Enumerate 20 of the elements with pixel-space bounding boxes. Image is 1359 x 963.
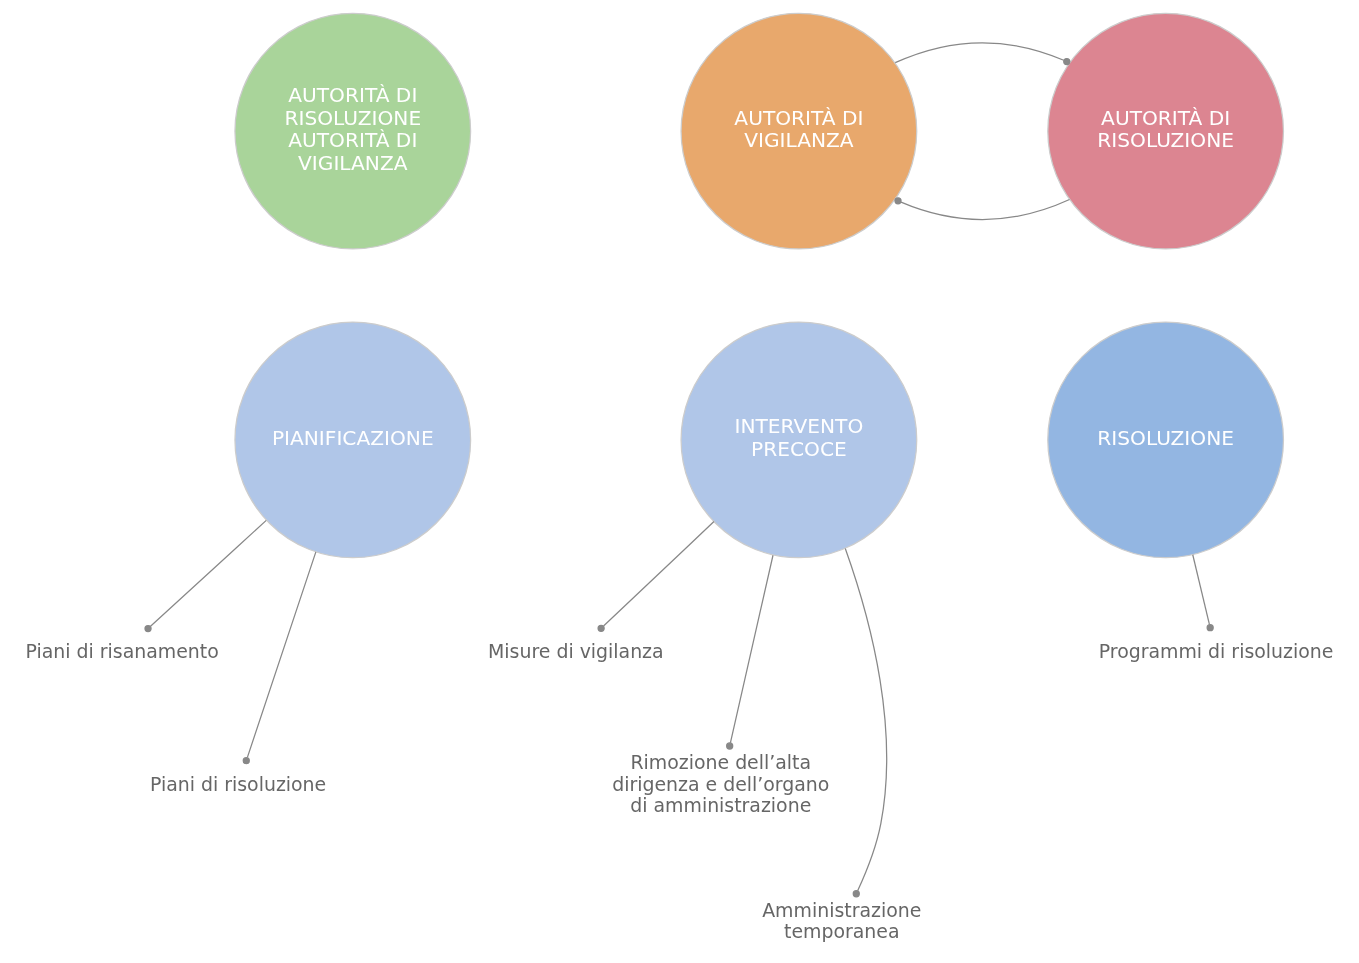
node-circle: AUTORITÀ DI RISOLUZIONE: [1047, 12, 1285, 250]
node-text: Programmi di risoluzione: [1098, 639, 1334, 662]
node-text: Amministrazione temporanea: [762, 898, 922, 943]
connector: [894, 42, 1071, 66]
connector: [242, 551, 317, 765]
node-circle: PIANIFICAZIONE: [234, 321, 472, 559]
node-circle: AUTORITÀ DI VIGILANZA: [680, 12, 918, 250]
node-circle: INTERVENTO PRECOCE: [680, 321, 918, 559]
node-text: Piani di risoluzione: [149, 772, 327, 795]
connector: [1192, 554, 1214, 632]
node-text: Misure di vigilanza: [488, 639, 664, 662]
connector: [597, 520, 715, 632]
node-circle: RISOLUZIONE: [1047, 321, 1285, 559]
connector: [726, 554, 774, 750]
node-text: Rimozione dell’alta dirigenza e dell’organo di amministrazione: [612, 751, 830, 817]
connector: [144, 519, 267, 633]
connector: [894, 197, 1071, 221]
connector: [844, 547, 888, 898]
node-text: Piani di risanamento: [25, 639, 219, 662]
node-circle: AUTORITÀ DI RISOLUZIONE AUTORITÀ DI VIGILANZA: [234, 12, 472, 250]
